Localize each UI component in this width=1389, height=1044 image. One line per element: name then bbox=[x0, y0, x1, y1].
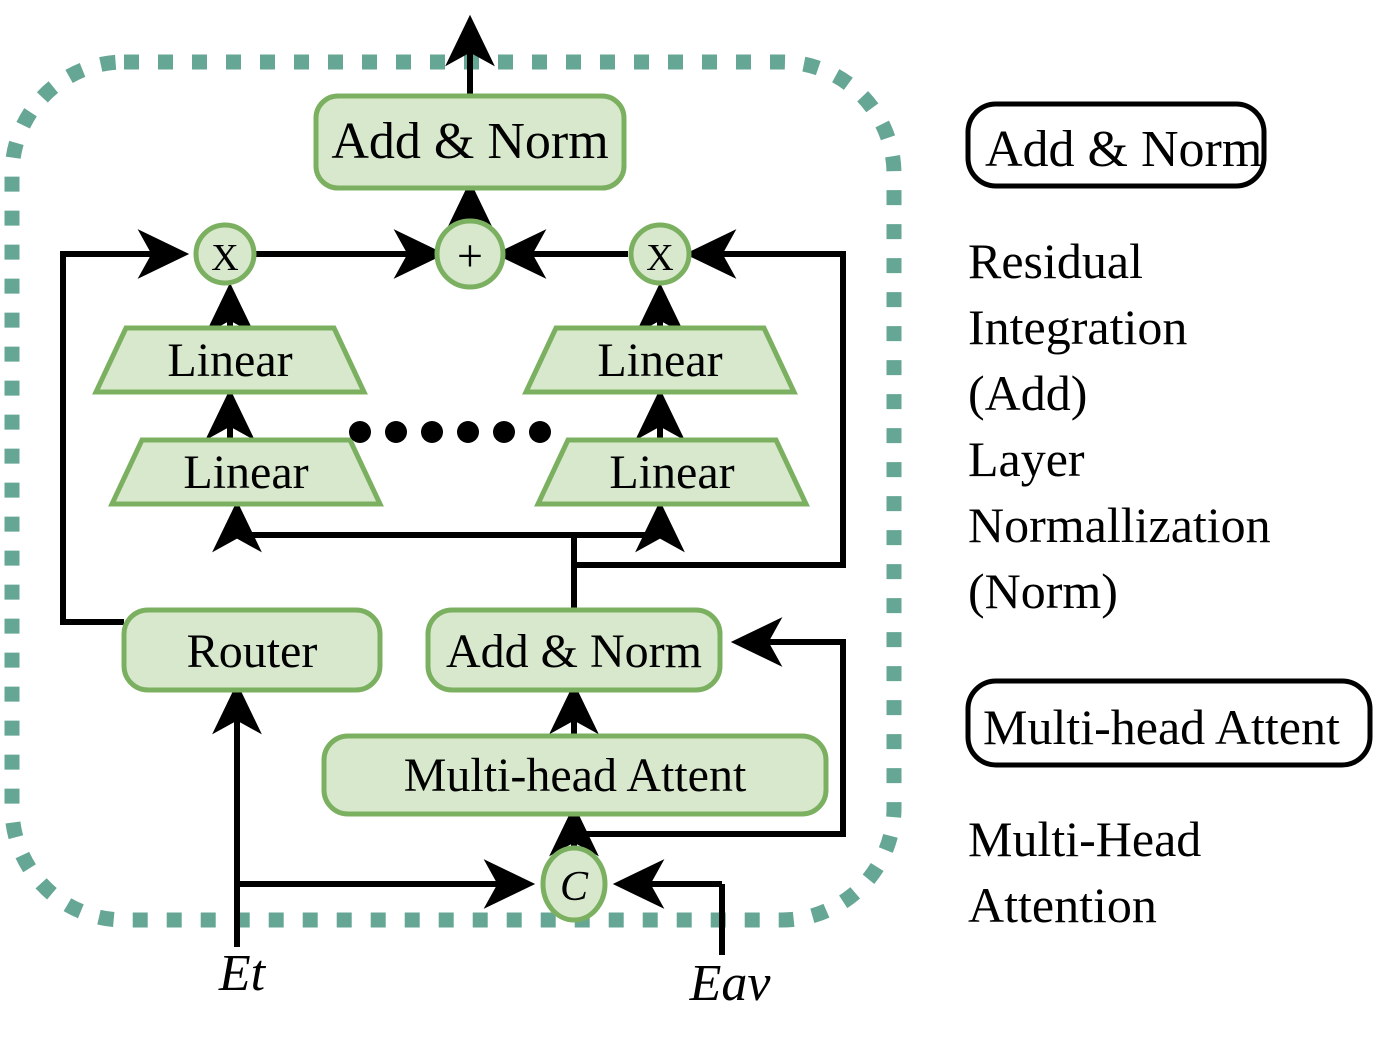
legend-box-add-norm-label: Add & Norm bbox=[985, 121, 1262, 178]
legend-description-multi-head-attent: Multi-Head Attention bbox=[968, 811, 1201, 933]
legend-description-add-norm: Residual Integration (Add) Layer Normall… bbox=[968, 233, 1271, 619]
operator-mul-right[interactable]: X bbox=[628, 222, 692, 286]
edge-addnorm-inner-to-mulright bbox=[571, 229, 846, 610]
block-multi-head-attent-label: Multi-head Attent bbox=[404, 749, 747, 802]
ellipsis-dots bbox=[349, 421, 551, 443]
block-linear-right-upper-label: Linear bbox=[597, 334, 722, 387]
legend-add-norm-line-2: (Add) bbox=[968, 365, 1087, 421]
legend-add-norm-line-4: Normallization bbox=[968, 497, 1271, 553]
block-linear-left-lower[interactable]: Linear bbox=[108, 437, 384, 507]
operator-mul-right-label: X bbox=[646, 237, 673, 279]
block-add-norm-inner[interactable]: Add & Norm bbox=[425, 607, 723, 693]
legend-box-add-norm: Add & Norm bbox=[965, 101, 1267, 189]
block-linear-left-lower-label: Linear bbox=[183, 446, 308, 499]
edge-concat-residual-to-addnorm-inner bbox=[574, 617, 846, 837]
operator-add-label: + bbox=[457, 230, 483, 281]
legend-box-multi-head-attent-label: Multi-head Attent bbox=[983, 699, 1340, 755]
operator-add[interactable]: + bbox=[434, 218, 506, 290]
operator-concat[interactable]: C bbox=[540, 845, 608, 923]
input-label-eav: Eav bbox=[689, 955, 772, 1012]
legend-add-norm-line-5: (Norm) bbox=[968, 563, 1118, 619]
block-linear-right-upper[interactable]: Linear bbox=[522, 325, 798, 395]
block-linear-left-upper-label: Linear bbox=[167, 334, 292, 387]
legend-add-norm-line-3: Layer bbox=[968, 431, 1085, 487]
block-linear-right-lower[interactable]: Linear bbox=[534, 437, 810, 507]
block-linear-right-lower-label: Linear bbox=[609, 446, 734, 499]
connector-lines bbox=[60, 14, 846, 955]
legend-box-multi-head-attent: Multi-head Attent bbox=[965, 678, 1373, 768]
operator-mul-left-label: X bbox=[211, 237, 238, 279]
edge-router-to-mulleft bbox=[60, 229, 190, 625]
block-multi-head-attent[interactable]: Multi-head Attent bbox=[321, 733, 829, 817]
input-label-et: Et bbox=[218, 945, 267, 1002]
operator-mul-left[interactable]: X bbox=[193, 222, 257, 286]
operator-concat-label: C bbox=[560, 864, 589, 910]
legend-mha-line-0: Multi-Head bbox=[968, 811, 1201, 867]
legend-mha-line-1: Attention bbox=[968, 877, 1157, 933]
legend: Add & Norm Residual Integration (Add) La… bbox=[965, 101, 1373, 933]
block-add-norm-top[interactable]: Add & Norm bbox=[313, 93, 627, 191]
block-add-norm-top-label: Add & Norm bbox=[331, 113, 608, 170]
legend-add-norm-line-0: Residual bbox=[968, 233, 1143, 289]
block-router[interactable]: Router bbox=[121, 607, 383, 693]
block-linear-left-upper[interactable]: Linear bbox=[92, 325, 368, 395]
block-router-label: Router bbox=[187, 625, 318, 678]
block-add-norm-inner-label: Add & Norm bbox=[446, 625, 702, 678]
module-boundary bbox=[4, 54, 902, 928]
legend-add-norm-line-1: Integration bbox=[968, 299, 1187, 355]
